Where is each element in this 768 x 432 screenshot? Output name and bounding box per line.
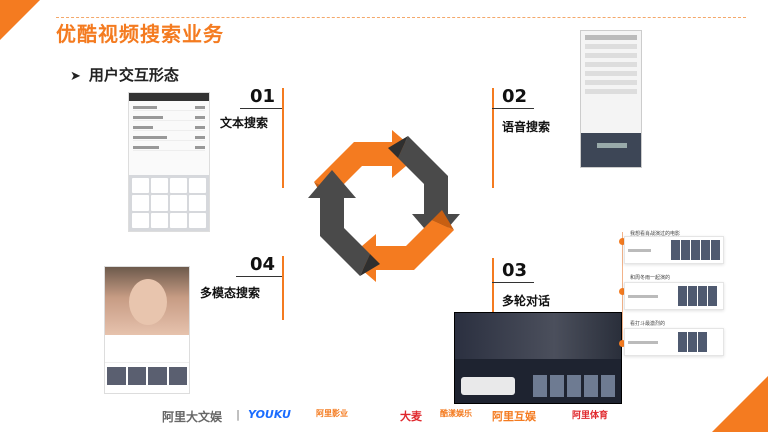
chat-result-card xyxy=(624,328,724,356)
logo-alisports: 阿里体育 xyxy=(572,408,608,421)
movie-thumbnails xyxy=(105,363,189,389)
text-search-screenshot xyxy=(128,92,210,232)
mode-label-multimodal-search: 多模态搜索 xyxy=(200,284,260,301)
suggestion-row xyxy=(133,114,205,121)
logo-youku: YOUKU xyxy=(248,408,291,421)
label-underline xyxy=(492,108,534,109)
label-underline xyxy=(236,276,282,277)
dialog-bubble xyxy=(461,377,515,395)
voice-input-panel xyxy=(581,133,641,167)
suggestion-row xyxy=(133,124,205,131)
label-underline xyxy=(240,108,282,109)
logo-divider: | xyxy=(236,408,240,421)
profile-info xyxy=(105,335,189,363)
cycle-arrow-gray-left xyxy=(308,170,380,276)
multimodal-search-screenshot xyxy=(104,266,190,394)
logo-kuyang: 酷漾娱乐 xyxy=(440,408,472,419)
multi-turn-tv-screenshot xyxy=(454,312,622,404)
chat-result-card xyxy=(624,282,724,310)
cycle-arrows-graphic xyxy=(296,118,472,294)
chat-question: 和周冬雨一起演的 xyxy=(630,274,670,281)
orange-connector xyxy=(282,88,284,188)
logo-alibaba-games: 阿里互娱 xyxy=(492,408,536,424)
suggestion-row xyxy=(133,134,205,141)
status-bar xyxy=(129,93,209,101)
orange-connector xyxy=(282,256,284,320)
face-photo xyxy=(105,267,189,335)
suggestion-row xyxy=(133,144,205,151)
tv-poster-row xyxy=(533,375,615,397)
mode-label-voice-search: 语音搜索 xyxy=(502,118,550,135)
logo-alibaba-pictures: 阿里影业 xyxy=(316,408,348,419)
chat-question: 看打斗最激烈的 xyxy=(630,320,665,327)
mode-number-04: 04 xyxy=(250,254,275,275)
footer-logo-bar: 阿里大文娱 | YOUKU 阿里影业 大麦 酷漾娱乐 阿里互娱 阿里体育 xyxy=(0,398,768,432)
page-title: 优酷视频搜索业务 xyxy=(56,18,224,47)
voice-search-screenshot xyxy=(580,30,642,168)
corner-decoration xyxy=(0,0,40,40)
tv-hero-banner xyxy=(455,313,621,359)
section-subtitle: ➤ 用户交互形态 xyxy=(70,64,179,85)
keyboard xyxy=(129,175,209,231)
mode-number-03: 03 xyxy=(502,260,527,281)
mode-number-02: 02 xyxy=(502,86,527,107)
label-underline xyxy=(492,282,534,283)
suggestion-row xyxy=(133,104,205,111)
arrow-icon: ➤ xyxy=(70,69,81,84)
mode-number-01: 01 xyxy=(250,86,275,107)
mode-label-text-search: 文本搜索 xyxy=(220,114,268,131)
logo-alibaba-entertainment: 阿里大文娱 xyxy=(162,408,222,425)
orange-connector xyxy=(492,258,494,312)
chat-result-card xyxy=(624,236,724,264)
mode-label-multi-turn-dialog: 多轮对话 xyxy=(502,292,550,309)
logo-damai: 大麦 xyxy=(400,408,422,424)
orange-connector xyxy=(492,88,494,188)
subtitle-text: 用户交互形态 xyxy=(89,66,179,84)
corner-decoration xyxy=(712,376,768,432)
